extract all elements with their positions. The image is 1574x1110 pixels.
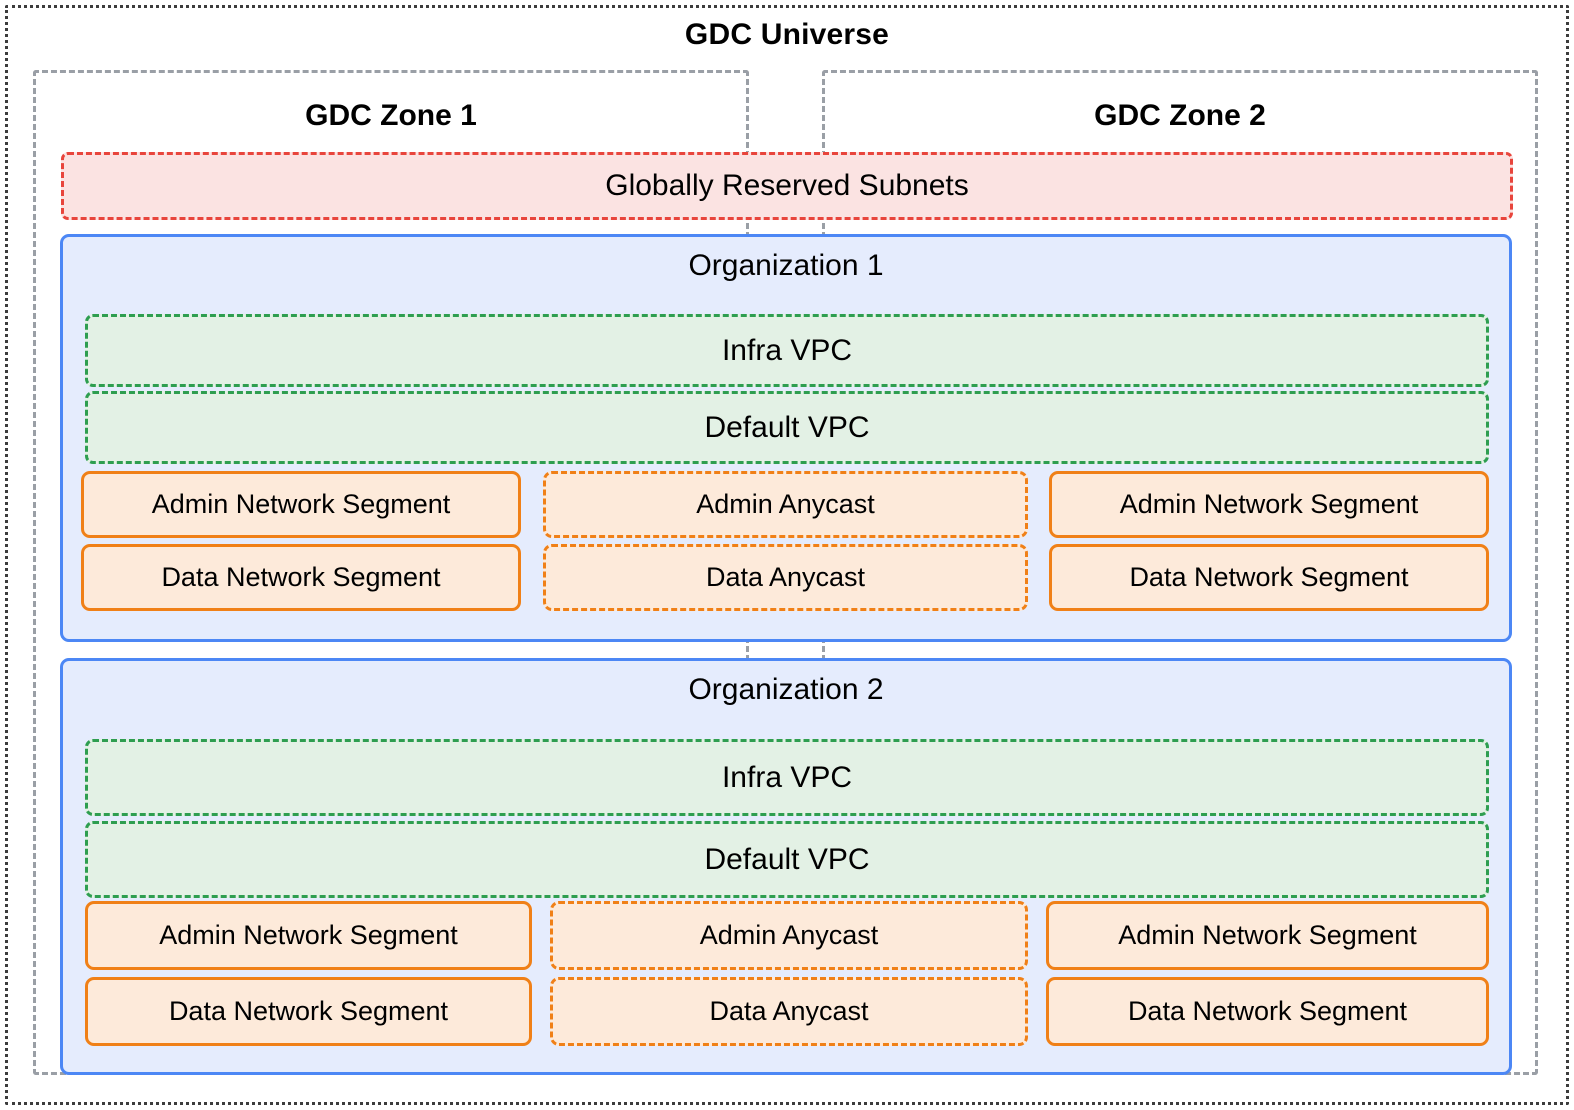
zone-title-1: GDC Zone 1 bbox=[305, 99, 477, 132]
admin-network-segment-org1-zone1: Admin Network Segment bbox=[81, 471, 521, 538]
data-network-segment-label: Data Network Segment bbox=[1127, 996, 1408, 1026]
organization-box-2: Organization 2 Infra VPC Default VPC Adm… bbox=[60, 658, 1512, 1075]
globally-reserved-subnets-label: Globally Reserved Subnets bbox=[605, 169, 969, 202]
data-network-segment-org2-zone1: Data Network Segment bbox=[85, 977, 532, 1046]
data-network-segment-org1-zone1: Data Network Segment bbox=[81, 544, 521, 611]
admin-network-segment-label: Admin Network Segment bbox=[159, 920, 458, 950]
admin-network-segment-org2-zone2: Admin Network Segment bbox=[1046, 901, 1489, 970]
default-vpc-label-org1: Default VPC bbox=[704, 410, 870, 444]
data-network-segment-org2-zone2: Data Network Segment bbox=[1046, 977, 1489, 1046]
default-vpc-box-org1: Default VPC bbox=[85, 391, 1489, 464]
admin-anycast-label: Admin Anycast bbox=[696, 489, 875, 519]
admin-anycast-org1: Admin Anycast bbox=[543, 471, 1028, 538]
organization-box-1: Organization 1 Infra VPC Default VPC Adm… bbox=[60, 234, 1512, 642]
infra-vpc-label-org2: Infra VPC bbox=[721, 760, 853, 794]
admin-network-segment-label: Admin Network Segment bbox=[1119, 489, 1419, 519]
data-anycast-label: Data Anycast bbox=[705, 562, 866, 592]
default-vpc-label-org2: Default VPC bbox=[704, 842, 870, 876]
admin-anycast-org2: Admin Anycast bbox=[550, 901, 1028, 970]
data-anycast-label: Data Anycast bbox=[709, 996, 869, 1026]
data-network-segment-label: Data Network Segment bbox=[161, 562, 441, 592]
data-network-segment-label: Data Network Segment bbox=[1129, 562, 1409, 592]
organization-title-2: Organization 2 bbox=[688, 673, 884, 706]
admin-network-segment-org2-zone1: Admin Network Segment bbox=[85, 901, 532, 970]
globally-reserved-subnets-box: Globally Reserved Subnets bbox=[61, 152, 1513, 220]
data-network-segment-label: Data Network Segment bbox=[168, 996, 449, 1026]
data-network-segment-org1-zone2: Data Network Segment bbox=[1049, 544, 1489, 611]
infra-vpc-label-org1: Infra VPC bbox=[721, 333, 853, 367]
admin-network-segment-org1-zone2: Admin Network Segment bbox=[1049, 471, 1489, 538]
data-anycast-org1: Data Anycast bbox=[543, 544, 1028, 611]
universe-container bbox=[5, 5, 1569, 1105]
organization-title-1: Organization 1 bbox=[688, 249, 884, 282]
admin-network-segment-label: Admin Network Segment bbox=[1118, 920, 1417, 950]
default-vpc-box-org2: Default VPC bbox=[85, 821, 1489, 898]
infra-vpc-box-org1: Infra VPC bbox=[85, 314, 1489, 387]
zone-title-2: GDC Zone 2 bbox=[1094, 99, 1266, 132]
data-anycast-org2: Data Anycast bbox=[550, 977, 1028, 1046]
admin-network-segment-label: Admin Network Segment bbox=[151, 489, 451, 519]
admin-anycast-label: Admin Anycast bbox=[699, 920, 879, 950]
infra-vpc-box-org2: Infra VPC bbox=[85, 739, 1489, 816]
universe-title: GDC Universe bbox=[684, 18, 890, 51]
